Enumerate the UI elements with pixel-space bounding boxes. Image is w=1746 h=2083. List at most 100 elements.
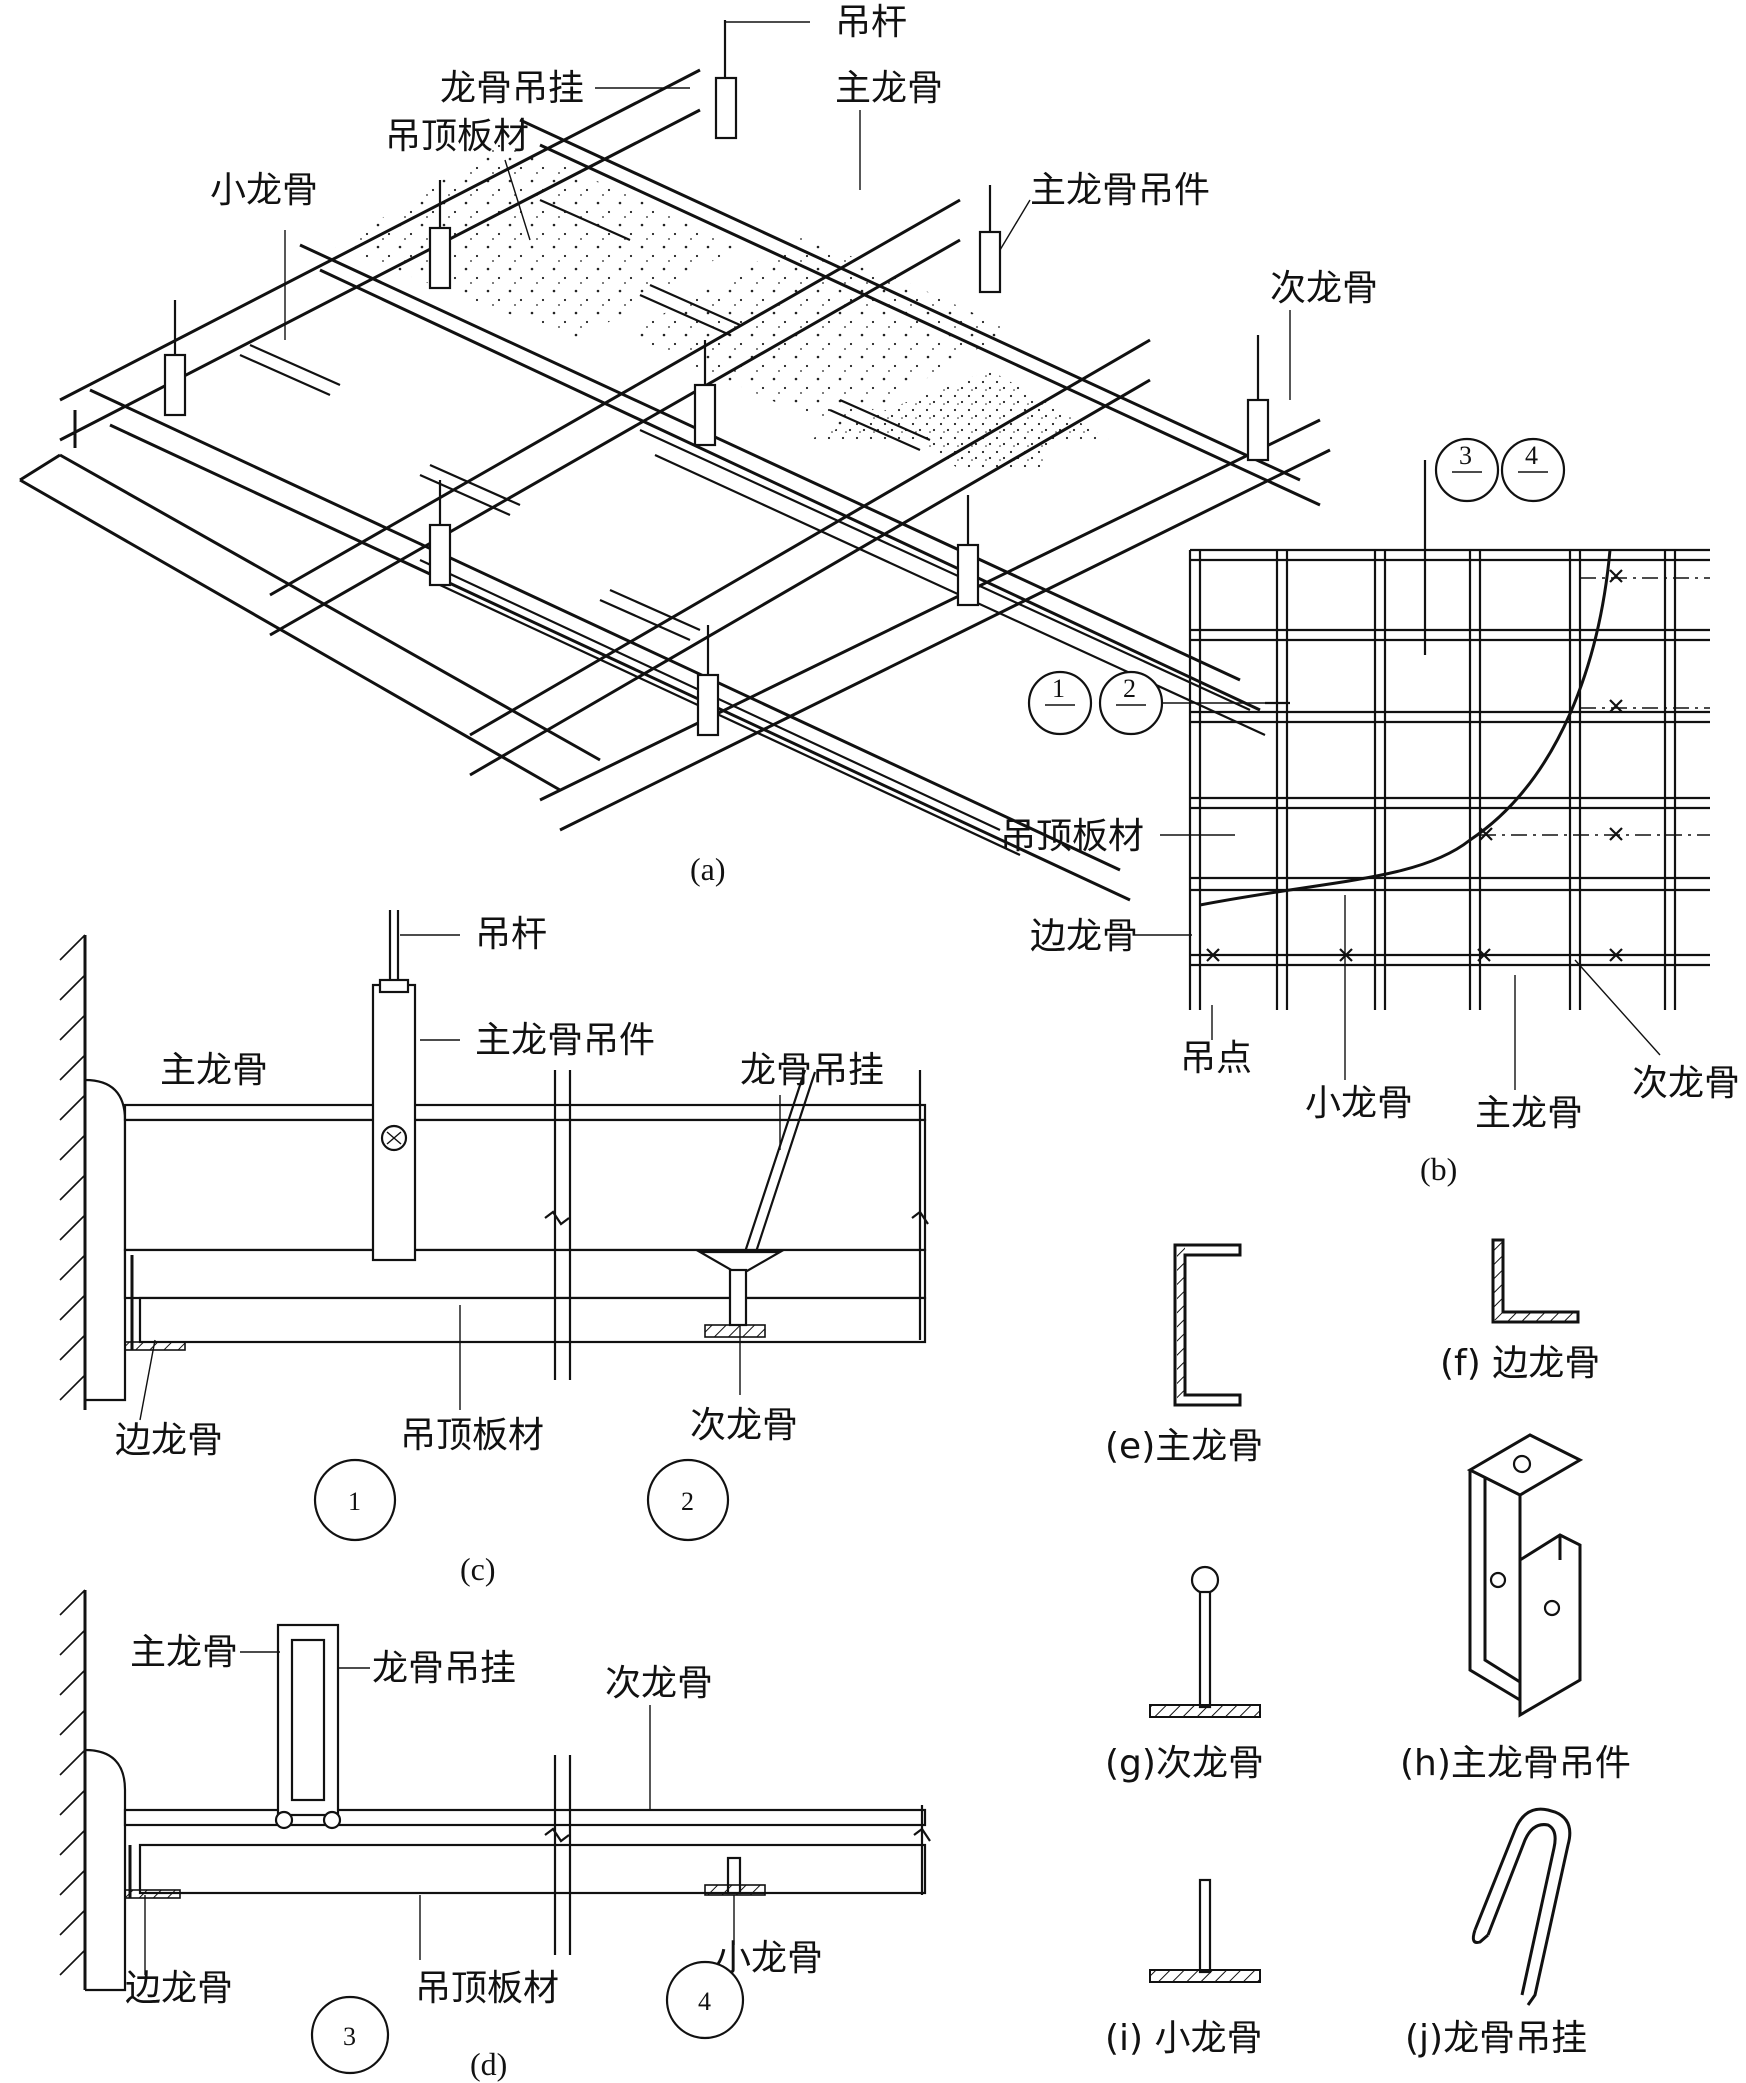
label-keel-hanger-d: 龙骨吊挂 [372,1648,516,1689]
ceiling-board-panel-cut [808,370,1110,470]
profile-g-secondary-keel: (g)次龙骨 [1105,1565,1264,1784]
hanger-rod [1246,335,1270,462]
main-keel-beams [19,68,1331,832]
caption-i: (i) 小龙骨 [1105,2018,1263,2059]
profiles: (e)主龙骨 (f) 边龙骨 (g)次龙骨 (h)主龙骨吊件 [1105,1238,1631,2059]
profile-f-edge-keel: (f) 边龙骨 [1440,1238,1600,1384]
hanging-point-mark [1206,948,1220,962]
hanger-rod [163,300,187,417]
label-main-keel: 主龙骨 [835,68,943,109]
detail-number-3: 3 [343,2022,356,2051]
label-secondary-keel-b: 次龙骨 [1632,1063,1740,1104]
detail-circle-4 [665,1960,745,2040]
label-ceiling-board-d: 吊顶板材 [415,1968,559,2009]
label-secondary-keel-d: 次龙骨 [605,1663,713,1704]
hanging-point-mark [1339,948,1353,962]
profile-h-hanger-part: (h)主龙骨吊件 [1400,1433,1631,1784]
panel-a-leaders [284,21,1291,400]
caption-h: (h)主龙骨吊件 [1400,1743,1631,1784]
ceiling-board-section-d [138,1843,927,1895]
profile-i-small-keel: (i) 小龙骨 [1105,1878,1263,2059]
hanger-rod [696,625,720,737]
main-keel-axis-lines [1200,577,1710,956]
section-mark-2-num: 2 [1123,674,1136,703]
hanger-rod [714,20,738,140]
caption-j: (j)龙骨吊挂 [1405,2018,1587,2059]
detail-circle-2 [646,1458,730,1542]
hanger-rod [428,180,452,290]
section-marks: 1 2 3 4 [1027,437,1566,736]
detail-number-4: 4 [698,1987,711,2016]
caption-g: (g)次龙骨 [1105,1743,1264,1784]
section-mark-3 [1434,437,1500,503]
label-main-keel-hanger-part-c: 主龙骨吊件 [475,1020,655,1061]
panel-d-section: 主龙骨 龙骨吊挂 次龙骨 边龙骨 吊顶板材 小龙骨 3 4 (d) [59,1589,931,2082]
profile-e-main-keel: (e)主龙骨 [1105,1243,1263,1467]
keel-hanger-diag [743,1069,817,1256]
label-keel-hanger: 龙骨吊挂 [440,68,584,109]
hanger-rod [428,480,452,587]
hanger-rods [163,20,1270,737]
label-main-keel-b: 主龙骨 [1475,1093,1583,1134]
label-keel-hanger-c: 龙骨吊挂 [740,1050,884,1091]
section-mark-1 [1027,670,1093,736]
detail-circle-3 [310,1995,390,2075]
secondary-keel-section [123,1808,927,1827]
label-main-keel-hanger-part: 主龙骨吊件 [1030,170,1210,211]
hanging-point-mark [1609,948,1623,962]
label-edge-keel-c: 边龙骨 [115,1420,223,1461]
caption-a: (a) [690,851,726,887]
caption-d: (d) [470,2046,507,2082]
label-ceiling-board-c: 吊顶板材 [400,1415,544,1456]
label-small-keel: 小龙骨 [210,170,318,211]
panel-b-plan: 1 2 3 4 吊顶板材 边龙骨 吊点 小龙骨 主龙骨 次龙骨 (b) [1000,437,1740,1187]
caption-e: (e)主龙骨 [1105,1426,1263,1467]
label-hanging-point: 吊点 [1180,1038,1252,1079]
small-keel-pieces [239,198,931,642]
detail-circle-1 [313,1458,397,1542]
label-hanger-rod: 吊杆 [835,2,907,43]
panel-c-section: 吊杆 主龙骨 主龙骨吊件 龙骨吊挂 边龙骨 吊顶板材 次龙骨 1 2 (c) [59,910,929,1587]
caption-c: (c) [460,1551,496,1587]
detail-number-1: 1 [348,1487,361,1516]
hanger-rod [978,185,1002,294]
wall-plaster [84,1078,127,1402]
ceiling-board-section [138,1296,927,1344]
label-edge-keel-b: 边龙骨 [1030,916,1138,957]
label-hanger-rod-c: 吊杆 [475,914,547,955]
hanging-points [1206,569,1623,962]
section-mark-4-num: 4 [1525,441,1538,470]
label-small-keel-d: 小龙骨 [715,1938,823,1979]
caption-b: (b) [1420,1151,1457,1187]
detail-number-2: 2 [681,1487,694,1516]
label-edge-keel-d: 边龙骨 [125,1968,233,2009]
wall-hatch-d [59,1589,86,1976]
hanging-point-mark [1609,569,1623,583]
label-small-keel-b: 小龙骨 [1305,1083,1413,1124]
label-main-keel-d: 主龙骨 [130,1632,238,1673]
hanging-point-mark [1477,948,1491,962]
hanger-rod [693,340,717,447]
ceiling-board-panel [625,235,1010,430]
plan-grid [1188,548,1710,1010]
caption-f: (f) 边龙骨 [1440,1343,1600,1384]
break-lines [544,1070,929,1380]
hanger-rod [956,495,980,607]
label-ceiling-board-b: 吊顶板材 [1000,816,1144,857]
main-keel-hanger-part [371,983,417,1262]
hanging-point-mark [1609,827,1623,841]
label-secondary-keel-c: 次龙骨 [690,1405,798,1446]
panel-a-isometric: 吊杆 龙骨吊挂 吊顶板材 主龙骨 小龙骨 主龙骨吊件 次龙骨 (a) [19,2,1378,902]
section-mark-3-num: 3 [1459,441,1472,470]
wall-plaster-d [84,1748,127,1992]
section-mark-4 [1500,437,1566,503]
main-keel-section [123,1103,927,1122]
section-mark-1-num: 1 [1052,674,1065,703]
profile-j-keel-hanger: (j)龙骨吊挂 [1405,1807,1587,2059]
wall-hatch [59,934,86,1401]
panel-b-leaders [1135,834,1661,1090]
ceiling-board-panel [335,140,740,340]
hanging-point-mark [1609,699,1623,713]
break-lines-d [544,1755,931,1955]
